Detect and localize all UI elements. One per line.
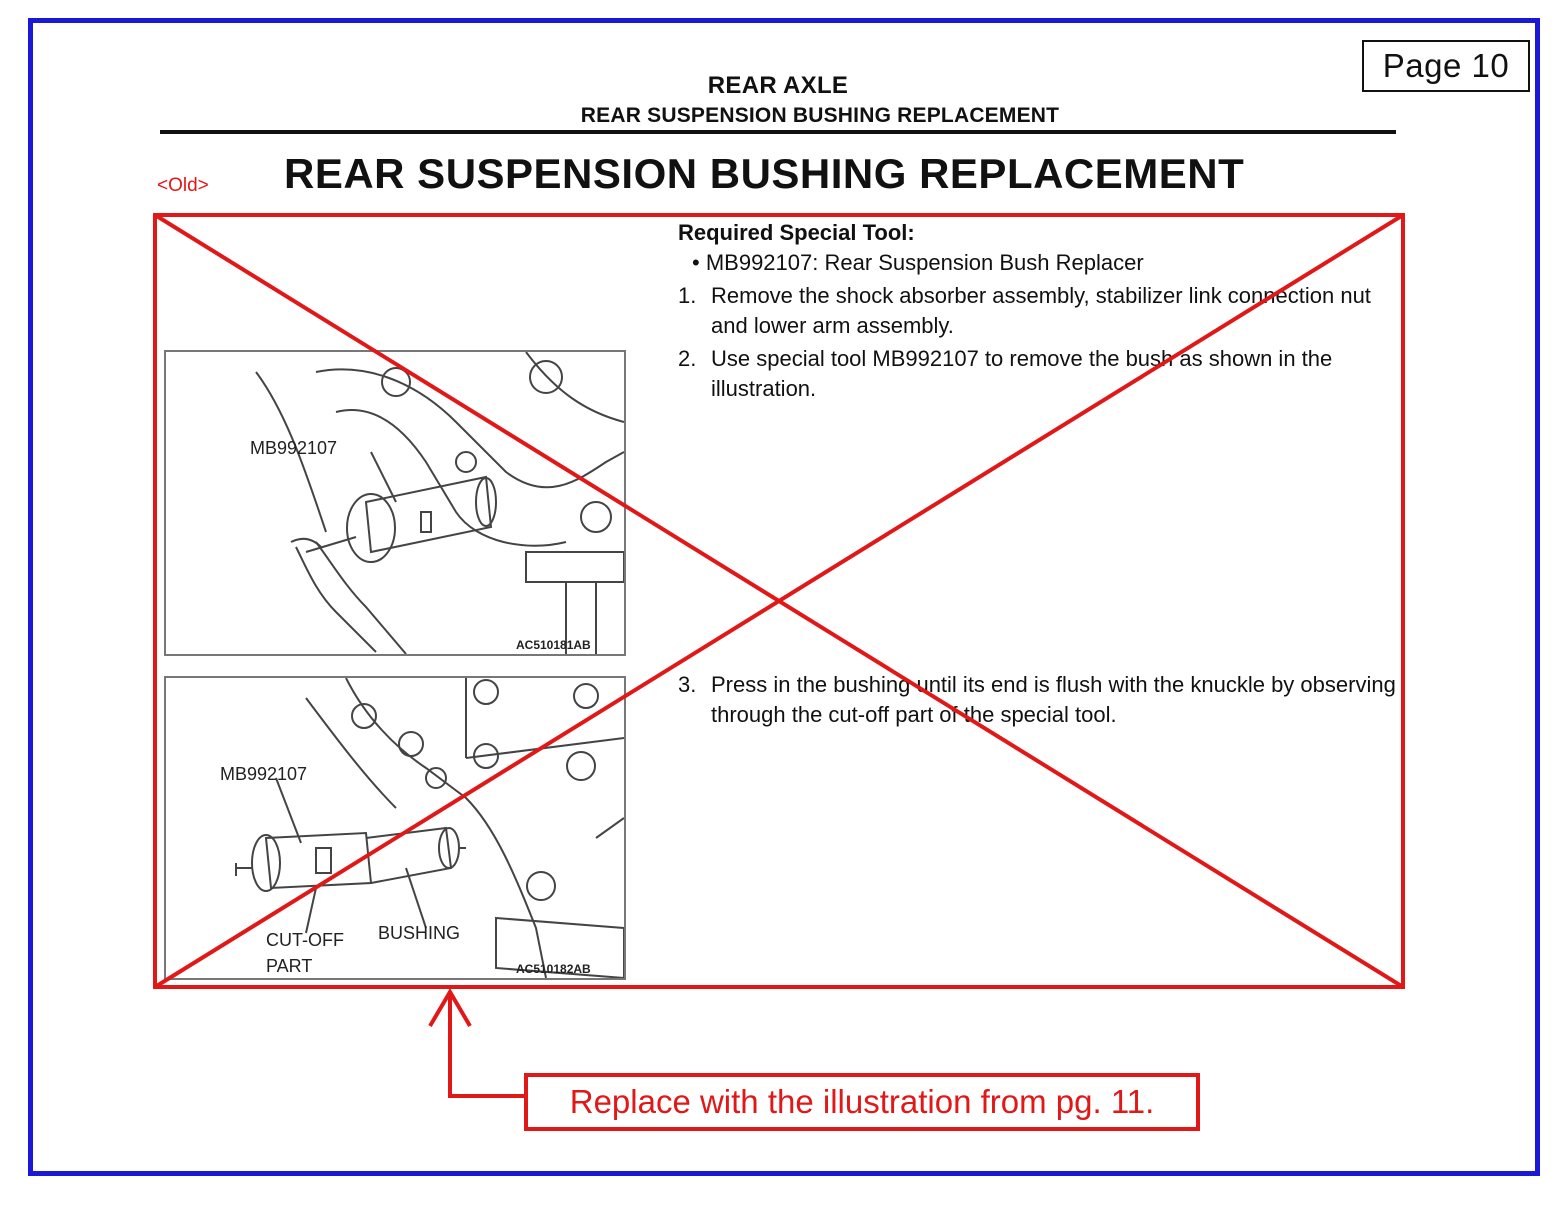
step-2-number: 2. [678,346,697,371]
step-3-text: Press in the bushing until its end is fl… [711,672,1396,727]
required-tool-heading: Required Special Tool: [678,220,915,245]
section-header: REAR AXLE [707,72,849,99]
figure-install-bushing: MB992107 CUT-OFF PART BUSHING AC510182AB [164,676,626,980]
page-number-box: Page 10 [1362,40,1530,92]
required-tool-item: • MB992107: Rear Suspension Bush Replace… [678,248,1398,278]
page-title: REAR SUSPENSION BUSHING REPLACEMENT [284,150,1245,197]
step-1: 1. Remove the shock absorber assembly, s… [678,281,1398,341]
step-1-number: 1. [678,283,697,308]
subsection-header: REAR SUSPENSION BUSHING REPLACEMENT [580,104,1060,127]
figure-1-code: AC510181AB [516,638,591,652]
required-tool-text: MB992107: Rear Suspension Bush Replacer [705,250,1144,275]
instructions-block: Required Special Tool: • MB992107: Rear … [678,218,1398,404]
figure-remove-bush: MB992107 AC510181AB [164,350,626,656]
figure-2-tool-label: MB992107 [220,764,308,784]
figure-2-part-label: PART [266,956,313,976]
figure-2-code: AC510182AB [516,962,591,976]
old-tag: <Old> [157,175,209,196]
figure-2-bushing-label: BUSHING [378,923,461,943]
figure-2-cutoff-label: CUT-OFF [266,930,344,950]
header-rule [160,130,1396,134]
figure-1-drawing [255,352,624,654]
step-1-text: Remove the shock absorber assembly, stab… [711,283,1371,338]
replacement-note: Replace with the illustration from pg. 1… [524,1073,1200,1131]
step-2: 2. Use special tool MB992107 to remove t… [678,344,1398,404]
step-2-text: Use special tool MB992107 to remove the … [711,346,1333,401]
step-3: 3. Press in the bushing until its end is… [678,670,1398,730]
figure-1-tool-label: MB992107 [250,438,338,458]
step-3-number: 3. [678,672,697,697]
bullet-glyph: • [692,250,706,275]
page-frame [28,18,1540,1176]
